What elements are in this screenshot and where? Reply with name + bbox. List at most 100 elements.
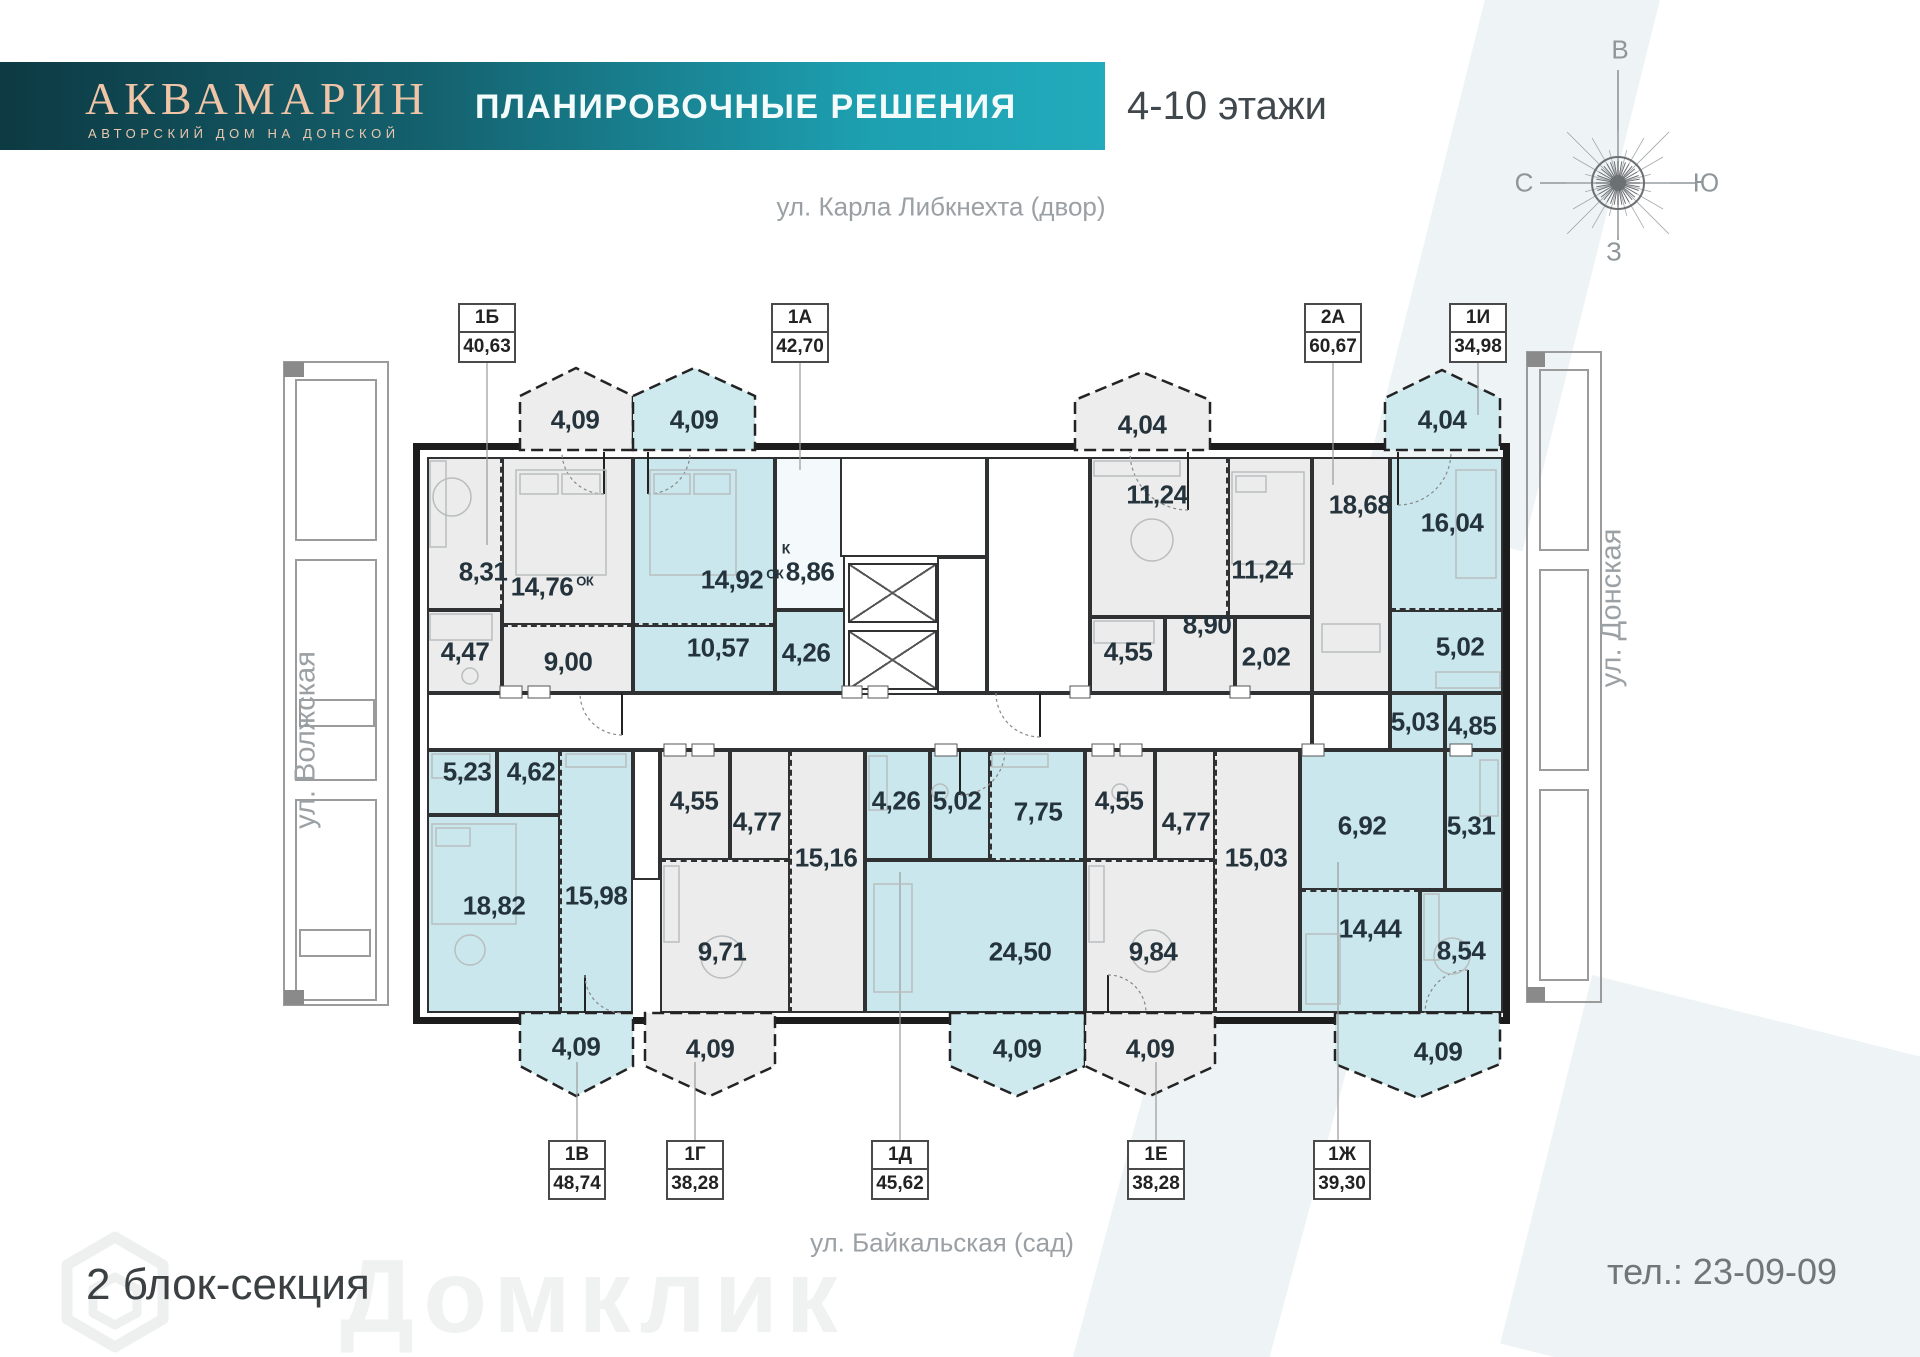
apartment-total-area: 39,30 xyxy=(1318,1173,1366,1194)
corridor-jog xyxy=(1312,693,1390,750)
area-1e-bath: 4,55 xyxy=(1094,785,1144,816)
area-1i-bath: 4,85 xyxy=(1447,710,1497,741)
area-2a-balcony: 4,04 xyxy=(1117,409,1167,440)
area-1a-balcony: 4,09 xyxy=(669,404,719,435)
apartment-id: 1Г xyxy=(668,1142,722,1170)
room-1e-bath xyxy=(1085,750,1155,860)
apartment-tag-1zh[interactable]: 1Ж 39,30 xyxy=(1313,1140,1371,1200)
area-1v-living: 15,98 xyxy=(564,880,628,911)
apartment-id: 1Е xyxy=(1129,1142,1183,1170)
logo-title: АКВАМАРИН xyxy=(85,73,431,124)
area-1g-bath: 4,55 xyxy=(669,785,719,816)
elevator-shaft xyxy=(848,563,937,623)
compass-icon xyxy=(1540,70,1696,240)
area-2a-living: 18,68 xyxy=(1328,489,1392,520)
domclick-house-icon xyxy=(61,1231,169,1353)
apartment-tag-1d[interactable]: 1Д 45,62 xyxy=(871,1140,929,1200)
area-1zh-balcony: 4,09 xyxy=(1413,1036,1463,1067)
apartment-id: 1А xyxy=(773,305,827,333)
apartment-total-area: 38,28 xyxy=(671,1173,719,1194)
room-1i-bath xyxy=(1445,693,1503,750)
area-1b-bath: 4,47 xyxy=(440,636,490,667)
area-1v-bath: 5,23 xyxy=(442,756,492,787)
domclick-watermark-text: Домклик xyxy=(340,1239,846,1355)
area-1zh-bath: 5,31 xyxy=(1446,810,1496,841)
area-1a-room: 10,57 xyxy=(686,632,750,663)
area-1b-kitchen: 8,31 xyxy=(458,556,508,587)
area-1e-balcony: 4,09 xyxy=(1125,1033,1175,1064)
area-1zh-living: 14,44 xyxy=(1338,913,1402,944)
apartment-tag-1a[interactable]: 1А 42,70 xyxy=(771,303,829,363)
area-1v-bedroom: 18,82 xyxy=(462,890,526,921)
apartment-id: 1В xyxy=(550,1142,604,1170)
block-section-label: 2 блок-секция xyxy=(86,1260,370,1309)
area-1g-hall: 4,77 xyxy=(732,806,782,837)
area-1i-hall: 5,03 xyxy=(1390,706,1440,737)
apartment-tag-1i[interactable]: 1И 34,98 xyxy=(1449,303,1507,363)
apartment-total-area: 42,70 xyxy=(776,336,824,357)
area-1a-bath: 4,26 xyxy=(781,637,831,668)
room-1d-kitchen xyxy=(990,750,1085,860)
area-1d-bath: 4,26 xyxy=(871,785,921,816)
area-1b-balcony: 4,09 xyxy=(550,404,600,435)
area-1b-hall: 9,00 xyxy=(543,646,593,677)
room-1b-hall xyxy=(502,625,633,693)
compass-west: З xyxy=(1606,236,1622,267)
apartment-id: 1И xyxy=(1451,305,1505,333)
street-right: ул. Донская xyxy=(1595,528,1628,688)
room-2a-hall xyxy=(1165,617,1235,693)
compass-north: С xyxy=(1514,167,1534,198)
street-top: ул. Карла Либкнехта (двор) xyxy=(776,191,1106,222)
area-2a-bath: 4,55 xyxy=(1103,636,1153,667)
room-1zh-living xyxy=(1300,890,1420,1013)
apartment-total-area: 48,74 xyxy=(553,1173,601,1194)
logo-subtitle: АВТОРСКИЙ ДОМ НА ДОНСКОЙ xyxy=(88,126,400,141)
phone-number: тел.: 23-09-09 xyxy=(1607,1251,1838,1292)
room-1a-bedroom xyxy=(633,457,775,625)
apartment-id: 1Б xyxy=(460,305,514,333)
area-1d-hall: 5,02 xyxy=(932,785,982,816)
room-1zh-hall xyxy=(1300,750,1445,890)
floors-range: 4-10 этажи xyxy=(1127,84,1327,128)
room-1g-vestibule xyxy=(633,750,660,880)
room-1e-hall xyxy=(1155,750,1215,860)
area-2a-wc: 2,02 xyxy=(1241,641,1291,672)
room-2a-wc xyxy=(1235,617,1312,693)
apartment-tag-1e[interactable]: 1Е 38,28 xyxy=(1127,1140,1185,1200)
area-1v-balcony: 4,09 xyxy=(551,1031,601,1062)
area-1d-kitchen: 7,75 xyxy=(1013,796,1063,827)
area-1d-living: 24,50 xyxy=(988,936,1052,967)
area-1d-balcony: 4,09 xyxy=(992,1033,1042,1064)
room-2a-bedroom xyxy=(1228,457,1312,617)
apartment-total-area: 38,28 xyxy=(1132,1173,1180,1194)
room-1v-living xyxy=(560,750,633,1013)
lobby xyxy=(987,457,1090,693)
area-1g-kitchen: 9,71 xyxy=(697,936,747,967)
apartment-tag-1v[interactable]: 1В 48,74 xyxy=(548,1140,606,1200)
area-1zh-kitchen: 8,54 xyxy=(1436,935,1486,966)
apartment-tag-1b[interactable]: 1Б 40,63 xyxy=(458,303,516,363)
stairwell xyxy=(840,457,987,557)
area-1e-hall: 4,77 xyxy=(1161,806,1211,837)
area-1e-kitchen: 9,84 xyxy=(1128,936,1178,967)
street-bottom: ул. Байкальская (сад) xyxy=(810,1227,1074,1258)
lobby-passage xyxy=(937,557,987,693)
area-2a-bedroom: 11,24 xyxy=(1231,554,1293,585)
apartment-total-area: 34,98 xyxy=(1454,336,1502,357)
area-2a-kitchen: 11,24 xyxy=(1126,479,1188,510)
room-1g-hall xyxy=(730,750,790,860)
area-1g-balcony: 4,09 xyxy=(685,1033,735,1064)
area-1i-room: 16,04 xyxy=(1420,507,1484,538)
apartment-id: 1Ж xyxy=(1315,1142,1369,1170)
area-1g-room: 15,16 xyxy=(794,842,858,873)
apartment-tag-1g[interactable]: 1Г 38,28 xyxy=(666,1140,724,1200)
area-1i-kitchen: 5,02 xyxy=(1435,631,1485,662)
apartment-id: 2А xyxy=(1306,305,1360,333)
apartment-tag-2a[interactable]: 2А 60,67 xyxy=(1304,303,1362,363)
compass-south: Ю xyxy=(1692,167,1720,198)
room-1e-room xyxy=(1215,750,1300,1013)
